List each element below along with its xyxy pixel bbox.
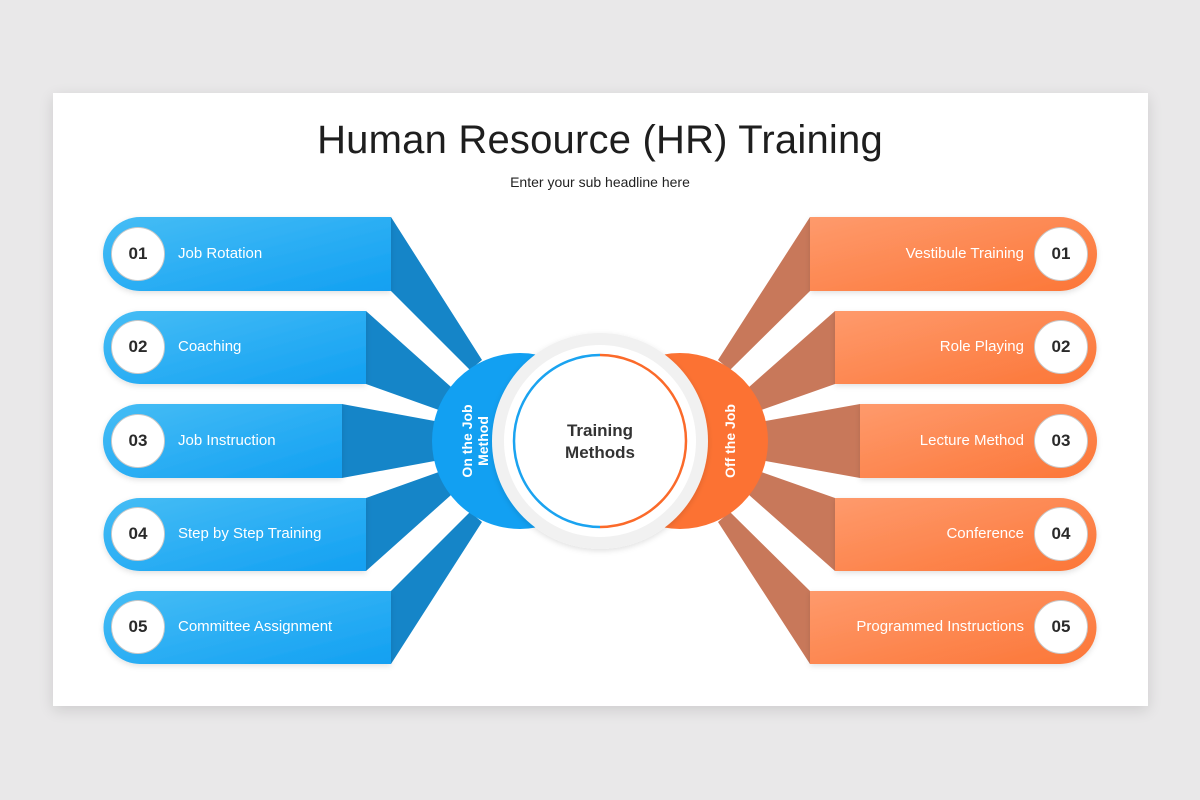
off-the-job-label: Off the Job: [722, 381, 738, 501]
right-item-2-label: Role Playing: [939, 338, 1024, 355]
left-connectors: [342, 217, 482, 664]
left-item-4-label: Step by Step Training: [178, 525, 322, 542]
right-item-5-label: Programmed Instructions: [856, 618, 1024, 635]
left-item-4-number: 04: [111, 507, 165, 561]
right-bars: [810, 217, 1097, 664]
left-bars: [103, 217, 391, 664]
on-the-job-label: On the Job Method: [459, 381, 491, 501]
left-item-3-number: 03: [111, 414, 165, 468]
right-item-4-label: Conference: [946, 525, 1024, 542]
right-item-3-number: 03: [1034, 414, 1088, 468]
left-item-5-label: Committee Assignment: [178, 618, 333, 635]
right-item-1-label: Vestibule Training: [905, 245, 1024, 262]
page-title: Human Resource (HR) Training: [317, 118, 883, 162]
right-item-2-number: 02: [1034, 320, 1088, 374]
right-item-1-number: 01: [1034, 227, 1088, 281]
on-the-job-line2: Method: [475, 416, 491, 466]
left-item-1-number: 01: [111, 227, 165, 281]
right-item-5-number: 05: [1034, 600, 1088, 654]
on-the-job-line1: On the Job: [459, 404, 475, 478]
center-label-line1: Training: [566, 421, 634, 440]
center-label-line2: Methods: [565, 443, 635, 462]
center-label: Training Methods: [520, 420, 680, 464]
left-item-2-label: Coaching: [178, 338, 242, 355]
right-item-4-number: 04: [1034, 507, 1088, 561]
left-item-2-number: 02: [111, 320, 165, 374]
right-item-3-label: Lecture Method: [919, 432, 1024, 449]
page-subtitle: Enter your sub headline here: [510, 174, 690, 190]
right-connectors: [718, 217, 860, 664]
left-item-1-label: Job Rotation: [178, 245, 263, 262]
left-item-3-label: Job Instruction: [178, 432, 276, 449]
left-item-5-number: 05: [111, 600, 165, 654]
off-the-job-line1: Off the Job: [722, 404, 738, 478]
